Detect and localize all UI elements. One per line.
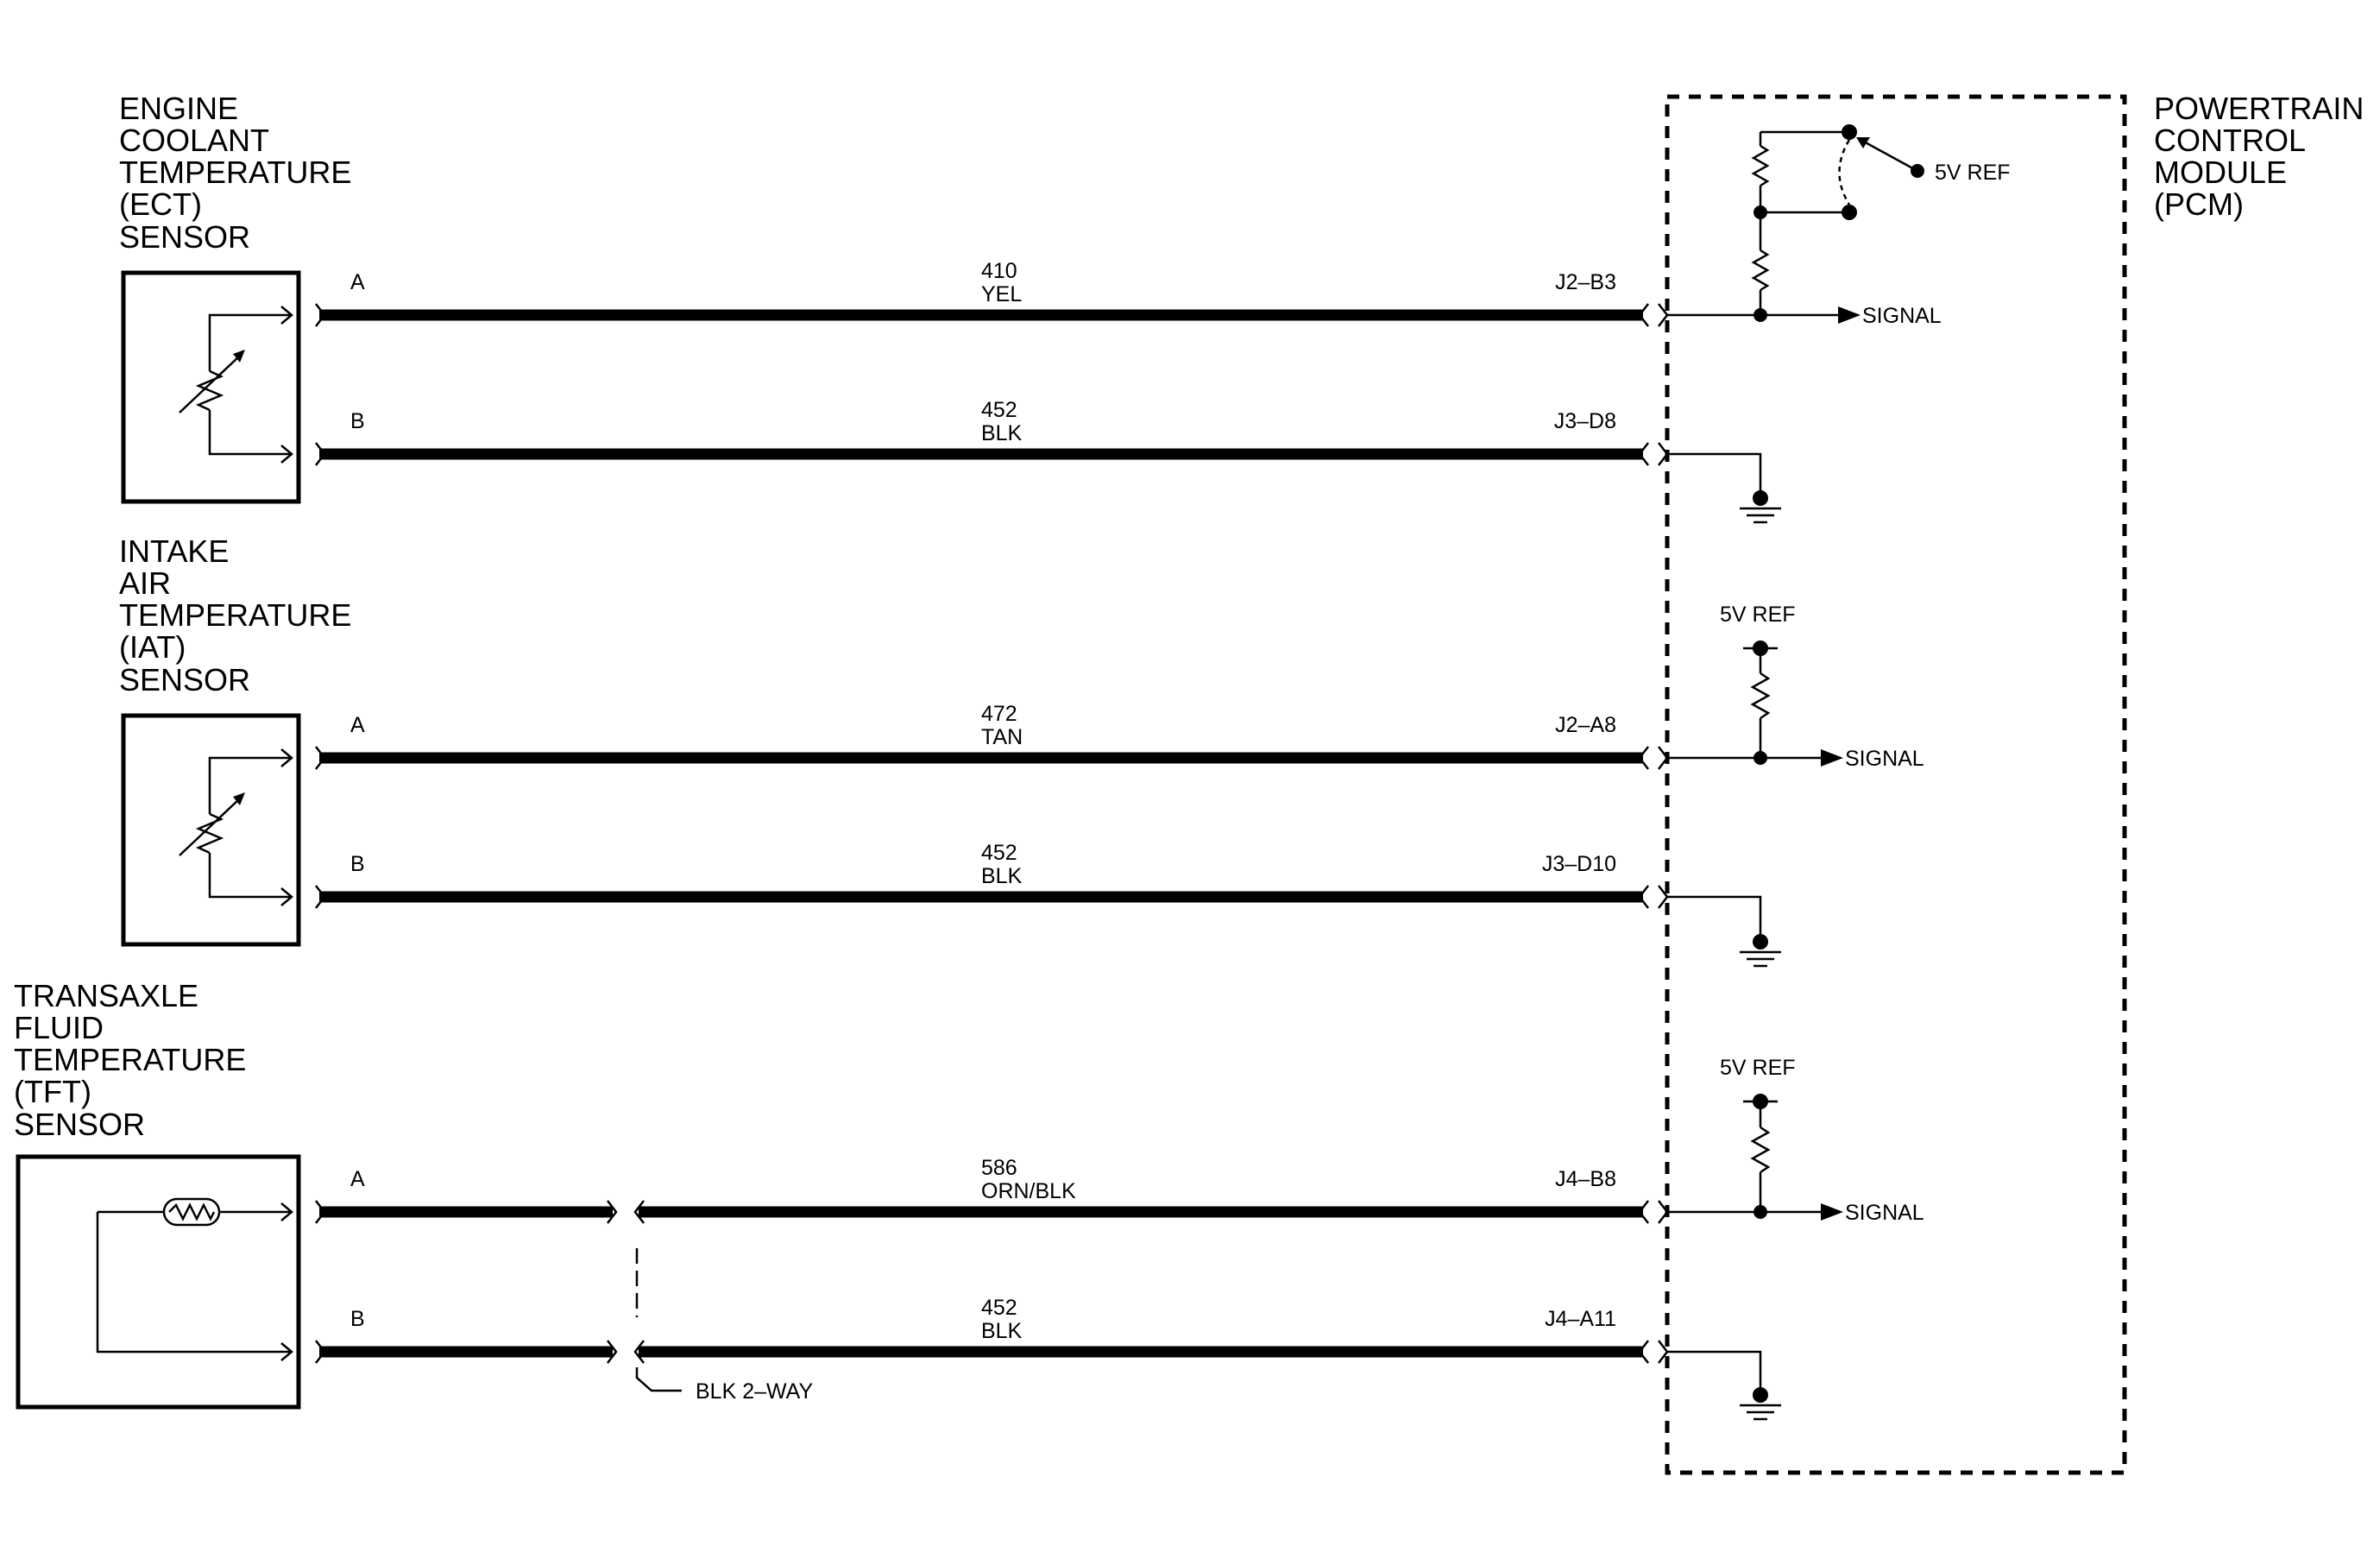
circuit-labels: 410 YEL 452 BLK 472 TAN 452 BLK 586 ORN/… xyxy=(981,259,1076,1343)
circuit-color: ORN/BLK xyxy=(981,1179,1076,1203)
circuit-number: 452 xyxy=(981,398,1017,422)
circuit-color: TAN xyxy=(981,725,1023,749)
ect-sensor xyxy=(121,270,301,504)
signal-arrow-icon xyxy=(1821,749,1843,767)
tft-sensor xyxy=(16,1154,301,1410)
pin-a-label: A xyxy=(350,713,365,737)
signal-label: SIGNAL xyxy=(1862,304,1942,328)
circuit-color: BLK xyxy=(981,864,1023,888)
circuit-color: YEL xyxy=(981,282,1022,306)
circuit-number: 452 xyxy=(981,841,1017,865)
circuit-color: BLK xyxy=(981,1319,1023,1343)
pin-b-label: B xyxy=(350,409,365,433)
circuit-number: 472 xyxy=(981,702,1017,726)
terminal-label: J2–A8 xyxy=(1555,713,1616,737)
signal-label: SIGNAL xyxy=(1845,1201,1924,1225)
terminal-label: J4–B8 xyxy=(1555,1167,1616,1191)
pin-b-label: B xyxy=(350,852,365,876)
pcm-tft-circuit: 5V REF SIGNAL xyxy=(1658,1056,1924,1225)
connector-label: BLK 2–WAY xyxy=(696,1379,813,1404)
ref-label: 5V REF xyxy=(1720,1056,1796,1080)
terminal-label: J2–B3 xyxy=(1555,270,1616,294)
pcm-title: POWERTRAIN CONTROL MODULE (PCM) xyxy=(2154,91,2372,222)
pcm-iat-circuit: 5V REF SIGNAL xyxy=(1658,603,1924,771)
terminal-label: J3–D10 xyxy=(1542,852,1616,876)
pcm-ground xyxy=(1658,1340,1781,1421)
ref-label: 5V REF xyxy=(1935,161,2011,185)
pcm-boundary xyxy=(1665,94,2127,1475)
harness-wires xyxy=(315,303,1649,1392)
tft-sensor-title: TRANSAXLE FLUID TEMPERATURE (TFT) SENSOR xyxy=(14,978,255,1142)
pcm-ground xyxy=(1658,885,1781,968)
signal-arrow-icon xyxy=(1821,1203,1843,1221)
pin-b-label: B xyxy=(350,1307,365,1331)
pcm-ect-circuit: SIGNAL 5V REF xyxy=(1658,124,2011,328)
iat-sensor xyxy=(121,713,301,947)
pin-labels: A B A B A B xyxy=(350,270,365,1331)
circuit-number: 586 xyxy=(981,1156,1017,1180)
signal-label: SIGNAL xyxy=(1845,747,1924,771)
terminal-labels: J2–B3 J3–D8 J2–A8 J3–D10 J4–B8 J4–A11 xyxy=(1542,270,1616,1331)
ect-sensor-title: ENGINE COOLANT TEMPERATURE (ECT) SENSOR xyxy=(119,91,360,255)
terminal-label: J4–A11 xyxy=(1545,1307,1616,1331)
circuit-color: BLK xyxy=(981,421,1023,445)
terminal-label: J3–D8 xyxy=(1554,409,1616,433)
pin-a-label: A xyxy=(350,270,365,294)
pcm-ground xyxy=(1658,442,1781,524)
pin-a-label: A xyxy=(350,1167,365,1191)
circuit-number: 410 xyxy=(981,259,1017,283)
signal-arrow-icon xyxy=(1838,306,1861,324)
circuit-number: 452 xyxy=(981,1296,1017,1320)
ref-label: 5V REF xyxy=(1720,603,1796,627)
iat-sensor-title: INTAKE AIR TEMPERATURE (IAT) SENSOR xyxy=(119,533,360,697)
